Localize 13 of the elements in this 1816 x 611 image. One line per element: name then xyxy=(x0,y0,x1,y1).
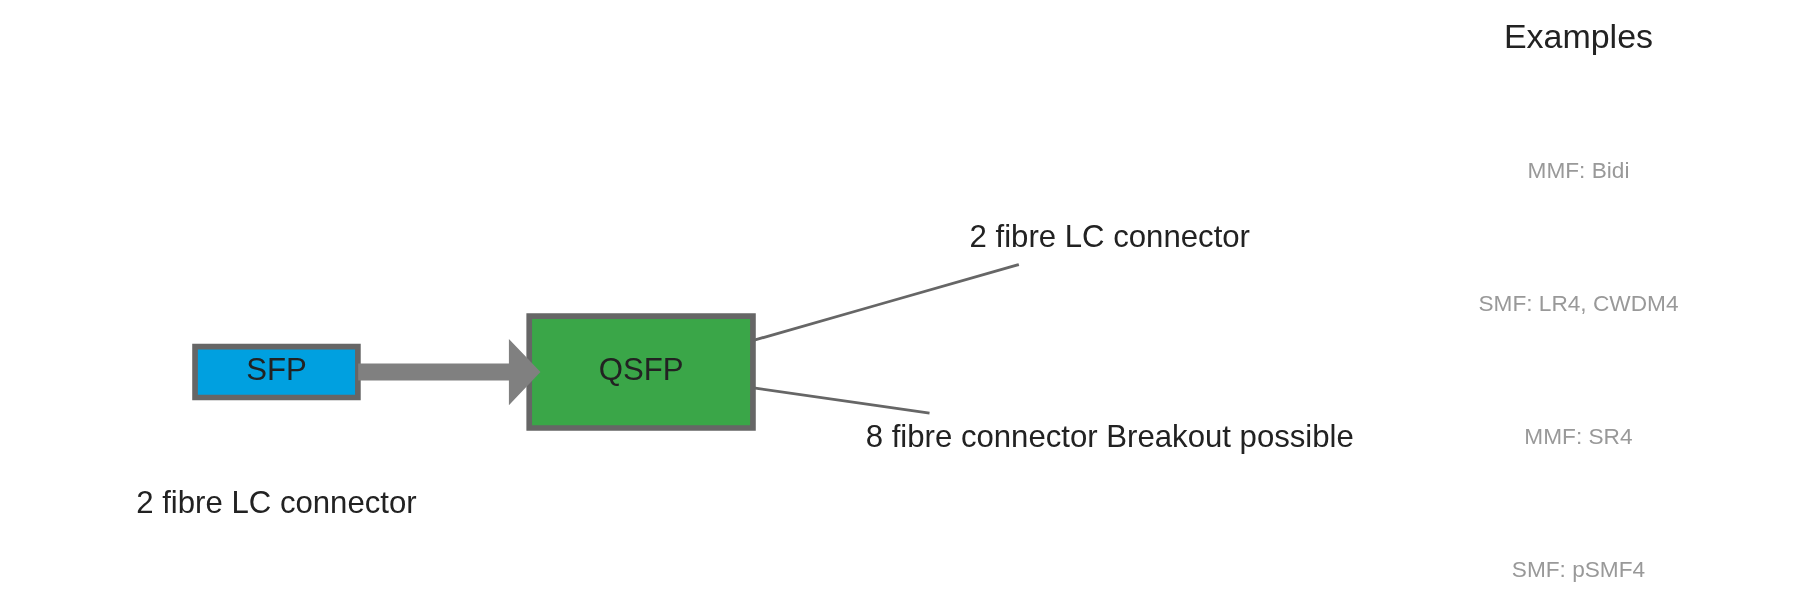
node-text: 8 fibre connector Breakout possible xyxy=(865,418,1354,454)
node-box: SFP xyxy=(192,343,361,401)
label: Examples xyxy=(1503,17,1654,56)
label: MMF: Bidi xyxy=(1527,156,1630,183)
node-label: 2 fibre LC connector xyxy=(136,485,417,521)
node-box: QSFP xyxy=(526,313,756,431)
node-text: 2 fibre LC connector xyxy=(969,218,1250,254)
connector xyxy=(753,263,1020,342)
arrow xyxy=(358,338,541,406)
connector xyxy=(753,386,930,415)
label: SMF: LR4, CWDM4 xyxy=(1478,289,1679,316)
label: SMF: pSMF4 xyxy=(1511,556,1646,583)
label: MMF: SR4 xyxy=(1524,422,1633,449)
